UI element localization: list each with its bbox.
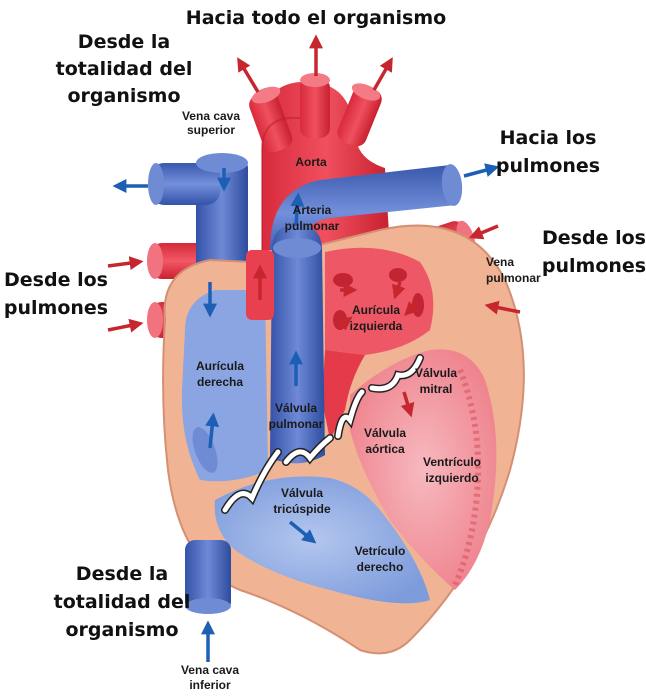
- svg-text:Ventrículo: Ventrículo: [423, 455, 481, 469]
- svg-text:tricúspide: tricúspide: [273, 502, 331, 516]
- label-svc: Vena cava superior: [182, 109, 240, 137]
- svg-text:Aurícula: Aurícula: [196, 359, 244, 373]
- svg-text:organismo: organismo: [67, 85, 180, 107]
- svg-text:mitral: mitral: [420, 382, 453, 396]
- svg-text:organismo: organismo: [65, 619, 178, 641]
- svg-text:izquierda: izquierda: [350, 319, 403, 333]
- svg-text:Válvula: Válvula: [281, 486, 323, 500]
- svg-text:Vetrículo: Vetrículo: [355, 544, 406, 558]
- label-to-body: Hacia todo el organismo: [186, 7, 446, 29]
- label-from-body-top: Desde la totalidad del organismo: [56, 31, 193, 107]
- svg-text:Desde los: Desde los: [542, 227, 646, 249]
- svg-text:totalidad del: totalidad del: [56, 58, 193, 80]
- svg-text:derecha: derecha: [197, 375, 243, 389]
- svg-text:pulmonar: pulmonar: [285, 219, 340, 233]
- svg-text:Hacia los: Hacia los: [500, 127, 597, 149]
- svg-text:Aurícula: Aurícula: [352, 303, 400, 317]
- svg-text:Vena cava: Vena cava: [181, 663, 239, 677]
- svg-text:superior: superior: [187, 123, 235, 137]
- label-from-lungs-right: Desde los pulmones: [542, 227, 646, 277]
- svg-text:aórtica: aórtica: [365, 442, 405, 456]
- label-ivc: Vena cava inferior: [181, 663, 239, 692]
- svg-text:derecho: derecho: [357, 560, 404, 574]
- label-aorta: Aorta: [295, 155, 327, 169]
- svg-text:totalidad del: totalidad del: [54, 591, 191, 613]
- svg-text:pulmones: pulmones: [542, 255, 646, 277]
- svg-text:pulmonar: pulmonar: [486, 271, 541, 285]
- svg-text:pulmones: pulmones: [4, 297, 108, 319]
- svg-text:Desde la: Desde la: [78, 31, 170, 53]
- svg-text:Válvula: Válvula: [415, 366, 457, 380]
- svg-text:Desde la: Desde la: [76, 563, 168, 585]
- svg-text:Vena: Vena: [486, 255, 514, 269]
- label-from-lungs-left: Desde los pulmones: [4, 269, 108, 319]
- svg-text:Válvula: Válvula: [364, 426, 406, 440]
- svg-text:pulmonar: pulmonar: [269, 417, 324, 431]
- svg-text:Vena cava: Vena cava: [182, 109, 240, 123]
- label-from-body-bottom: Desde la totalidad del organismo: [54, 563, 191, 641]
- inferior-vena-cava: [185, 540, 231, 614]
- svg-text:Arteria: Arteria: [293, 203, 332, 217]
- svg-text:izquierdo: izquierdo: [425, 471, 478, 485]
- svg-text:inferior: inferior: [189, 678, 231, 692]
- svg-text:Válvula: Válvula: [275, 401, 317, 415]
- svg-text:pulmones: pulmones: [496, 155, 600, 177]
- svg-text:Desde los: Desde los: [4, 269, 108, 291]
- label-to-lungs: Hacia los pulmones: [496, 127, 600, 177]
